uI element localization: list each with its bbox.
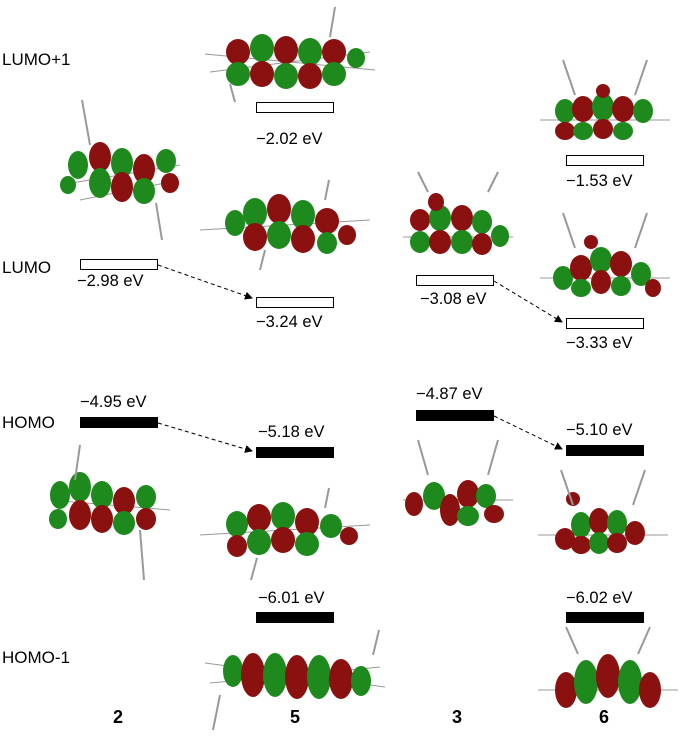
row-label-homo1: HOMO-1 [2, 648, 70, 667]
level-5-lumo1 [256, 102, 334, 113]
homo-shift-arrow-3-6 [493, 415, 563, 450]
lumo-shift-arrow-2-5 [157, 264, 253, 300]
orbital-6-lumo [540, 212, 670, 297]
orbital-5-homo [199, 487, 371, 581]
orbital-3-lumo [403, 171, 513, 255]
level-6-lumo [566, 318, 644, 329]
energy-5-homo1: −6.01 eV [258, 589, 325, 607]
level-5-lumo [256, 297, 334, 308]
level-5-homo1 [256, 612, 334, 623]
row-label-homo: HOMO [2, 413, 55, 432]
level-6-homo1 [566, 612, 644, 623]
orbital-3-homo [403, 439, 513, 526]
energy-2-lumo: −2.98 eV [77, 272, 144, 290]
orbital-5-lumo1 [204, 6, 376, 103]
energy-3-lumo: −3.08 eV [420, 290, 487, 308]
level-6-lumo1 [566, 155, 644, 166]
lumo-shift-arrow-3-6 [493, 280, 563, 323]
level-2-homo [80, 417, 158, 428]
level-6-homo [566, 445, 644, 456]
level-3-lumo [416, 275, 494, 286]
energy-6-homo: −5.10 eV [566, 421, 633, 439]
energy-5-lumo1: −2.02 eV [256, 130, 323, 148]
orbital-6-homo1 [538, 626, 678, 708]
energy-6-homo1: −6.02 eV [566, 589, 633, 607]
orbital-5-homo1 [204, 629, 386, 731]
energy-6-lumo: −3.33 eV [566, 334, 633, 352]
orbital-6-homo [538, 469, 668, 554]
orbital-5-lumo [199, 179, 371, 271]
compound-label-3: 3 [452, 707, 463, 727]
compound-label-2: 2 [113, 707, 124, 727]
orbital-6-lumo1 [540, 59, 670, 140]
compound-label-6: 6 [599, 707, 610, 727]
level-5-homo [256, 447, 334, 458]
compound-label-5: 5 [290, 707, 301, 727]
level-2-lumo [80, 259, 158, 270]
orbital-2-lumo [59, 99, 181, 241]
row-label-lumo1: LUMO+1 [2, 50, 71, 69]
energy-2-homo: −4.95 eV [80, 393, 147, 411]
row-label-lumo: LUMO [2, 258, 52, 277]
energy-5-lumo: −3.24 eV [256, 313, 323, 331]
energy-6-lumo1: −1.53 eV [566, 172, 633, 190]
homo-shift-arrow-2-5 [157, 422, 253, 453]
level-3-homo [416, 410, 494, 421]
energy-5-homo: −5.18 eV [258, 423, 325, 441]
orbital-2-homo [49, 444, 171, 581]
energy-3-homo: −4.87 eV [416, 385, 483, 403]
